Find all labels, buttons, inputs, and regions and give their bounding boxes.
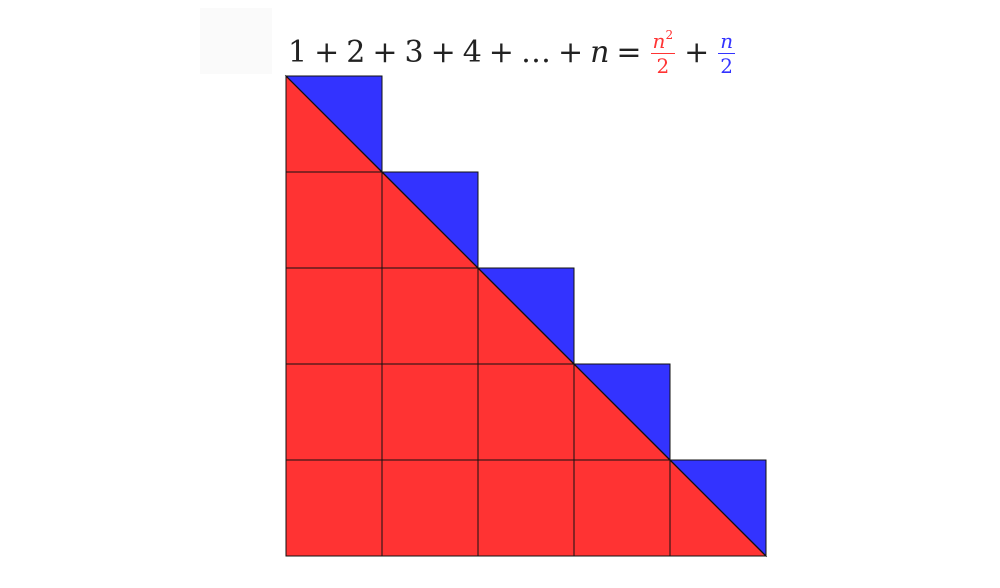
blue-fraction-denominator: 2 [720, 53, 734, 78]
red-square [285, 171, 383, 269]
term-2: 2 [346, 35, 366, 70]
term-4: 4 [462, 35, 482, 70]
red-square [285, 267, 383, 365]
plus-sign: + [430, 35, 456, 70]
plus-sign: + [684, 35, 710, 70]
plus-sign: + [488, 35, 514, 70]
red-square [381, 459, 479, 557]
red-square [381, 363, 479, 461]
red-fraction: n2 2 [650, 27, 676, 78]
red-square [477, 363, 575, 461]
red-square [381, 267, 479, 365]
blue-fraction: n 2 [718, 28, 736, 78]
red-square [285, 459, 383, 557]
red-numerator-var: n [652, 28, 666, 53]
red-square [477, 459, 575, 557]
blue-fraction-numerator: n [718, 28, 736, 54]
red-fraction-numerator: n2 [650, 27, 676, 54]
sum-formula: 1 + 2 + 3 + 4 + … + n = n2 2 + n 2 [288, 28, 737, 78]
diagonal-line [285, 75, 767, 557]
variable-n: n [590, 35, 610, 70]
plus-sign: + [314, 35, 340, 70]
background-panel [200, 8, 272, 74]
term-1: 1 [288, 35, 308, 70]
plus-sign: + [372, 35, 398, 70]
ellipsis: … [520, 35, 551, 70]
term-3: 3 [404, 35, 424, 70]
red-square [285, 363, 383, 461]
plus-sign: + [557, 35, 584, 70]
red-numerator-exponent: 2 [665, 27, 674, 42]
red-fraction-denominator: 2 [656, 53, 670, 78]
equals-sign: = [616, 35, 642, 70]
red-square [573, 459, 671, 557]
